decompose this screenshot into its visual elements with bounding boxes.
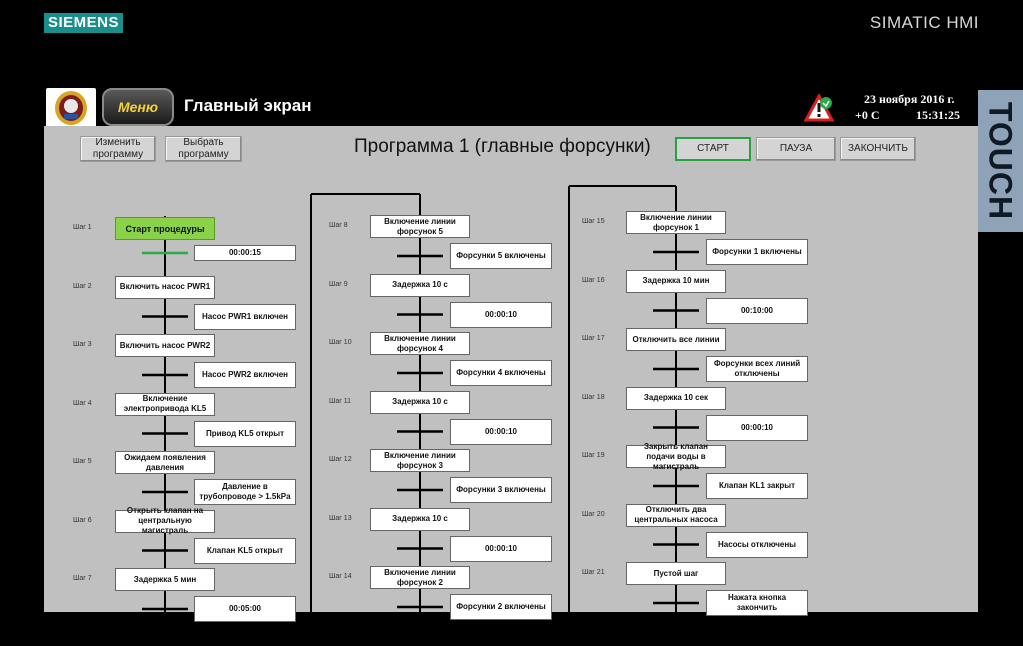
step-action[interactable]: Старт процедуры — [115, 217, 215, 240]
step-condition[interactable]: Клапан KL1 закрыт — [706, 473, 808, 499]
step-action[interactable]: Задержка 10 с — [370, 390, 470, 414]
step-condition[interactable]: Давление в трубопроводе > 1.5kPa — [194, 479, 296, 505]
step-number: Шаг 19 — [582, 452, 605, 459]
step-number: Шаг 1 — [73, 224, 92, 231]
step-number: Шаг 9 — [329, 280, 348, 288]
step-condition[interactable]: Форсунки 3 включены — [450, 477, 552, 503]
step-number: Шаг 16 — [582, 276, 605, 284]
step-number: Шаг 12 — [329, 456, 352, 463]
step-condition[interactable]: 00:00:10 — [450, 535, 552, 562]
step-action[interactable]: Включение линии форсунок 2 — [370, 566, 470, 589]
step-action[interactable]: Включение линии форсунок 1 — [626, 211, 726, 234]
date-display: 23 ноября 2016 г. — [864, 92, 955, 106]
step-action[interactable]: Включение линии форсунок 3 — [370, 449, 470, 472]
touch-strip — [978, 90, 1023, 232]
step-action[interactable]: Задержка 5 мин — [115, 568, 215, 591]
model-label: SIMATIC HMI — [869, 13, 979, 32]
step-action[interactable]: Включить насос PWR1 — [115, 275, 215, 299]
step-number: Шаг 7 — [73, 575, 92, 582]
select-program-button[interactable]: Выбрать программу — [165, 136, 242, 162]
step-condition[interactable]: Клапан KL5 открыт — [194, 537, 296, 564]
step-action[interactable]: Включить насос PWR2 — [115, 334, 215, 357]
step-condition[interactable]: 00:00:10 — [706, 414, 808, 441]
step-action[interactable]: Включение линии форсунок 5 — [370, 215, 470, 238]
temperature-display: +0 С — [855, 108, 880, 122]
step-number: Шаг 14 — [329, 573, 352, 580]
program-panel: Изменить программу Выбрать программу Про… — [44, 126, 978, 622]
step-condition[interactable]: Насосы отключены — [706, 531, 808, 558]
time-display: 15:31:25 — [916, 108, 960, 122]
warning-triangle-icon[interactable] — [803, 92, 835, 122]
step-condition[interactable]: 00:10:00 — [706, 297, 808, 324]
menu-button[interactable]: Меню — [102, 88, 174, 126]
step-condition[interactable]: Привод KL5 открыт — [194, 420, 296, 447]
step-number: Шаг 8 — [329, 222, 348, 229]
step-condition[interactable]: Форсунки 4 включены — [450, 360, 552, 386]
step-action[interactable]: Включение электропривода KL5 — [115, 392, 215, 416]
step-condition[interactable]: 00:00:15 — [194, 245, 296, 261]
step-number: Шаг 13 — [329, 514, 352, 522]
step-number: Шаг 6 — [73, 516, 92, 524]
siemens-logo: SIEMENS — [44, 13, 123, 33]
step-condition[interactable]: Нажата кнопка закончить — [706, 590, 808, 616]
finish-button[interactable]: ЗАКОНЧИТЬ — [840, 137, 916, 161]
start-button[interactable]: СТАРТ — [675, 137, 751, 161]
step-number: Шаг 3 — [73, 341, 92, 348]
step-number: Шаг 5 — [73, 458, 92, 465]
step-number: Шаг 21 — [582, 569, 605, 576]
hmi-screen: Меню Главный экран 23 ноября 2016 г. +0 … — [44, 86, 978, 622]
step-number: Шаг 11 — [329, 397, 352, 405]
step-action[interactable]: Отключить два центральных насоса — [626, 503, 726, 527]
step-condition[interactable]: Форсунки 1 включены — [706, 239, 808, 265]
step-condition[interactable]: Насос PWR1 включен — [194, 303, 296, 330]
step-condition[interactable]: 00:05:00 — [194, 596, 296, 622]
step-number: Шаг 15 — [582, 218, 605, 225]
step-condition[interactable]: 00:00:10 — [450, 301, 552, 328]
step-condition[interactable]: 00:00:10 — [450, 418, 552, 445]
program-title: Программа 1 (главные форсунки) — [354, 136, 651, 157]
step-action[interactable]: Ожидаем появления давления — [115, 451, 215, 474]
step-number: Шаг 2 — [73, 282, 92, 290]
step-action[interactable]: Включение линии форсунок 4 — [370, 332, 470, 355]
step-condition[interactable]: Насос PWR2 включен — [194, 362, 296, 388]
step-number: Шаг 18 — [582, 393, 605, 401]
step-condition[interactable]: Форсунки всех линий отключены — [706, 356, 808, 382]
change-program-button[interactable]: Изменить программу — [80, 136, 156, 162]
step-action[interactable]: Пустой шаг — [626, 562, 726, 585]
step-action[interactable]: Задержка 10 с — [370, 507, 470, 531]
screen-title: Главный экран — [184, 96, 312, 115]
step-action[interactable]: Задержка 10 мин — [626, 269, 726, 293]
emblem-icon — [46, 88, 96, 128]
step-action[interactable]: Задержка 10 с — [370, 273, 470, 297]
step-number: Шаг 10 — [329, 339, 352, 346]
touch-label: TOUCH — [982, 101, 1019, 221]
step-condition[interactable]: Форсунки 5 включены — [450, 243, 552, 269]
pause-button[interactable]: ПАУЗА — [756, 137, 836, 161]
step-condition[interactable]: Форсунки 2 включены — [450, 594, 552, 620]
step-number: Шаг 20 — [582, 510, 605, 518]
step-number: Шаг 4 — [73, 399, 92, 407]
step-action[interactable]: Закрыть клапан подачи воды в магистраль — [626, 442, 726, 471]
step-action[interactable]: Открыть клапан на центральную магистраль — [115, 506, 215, 535]
step-number: Шаг 17 — [582, 335, 605, 342]
step-action[interactable]: Отключить все линии — [626, 328, 726, 351]
step-action[interactable]: Задержка 10 сек — [626, 386, 726, 410]
